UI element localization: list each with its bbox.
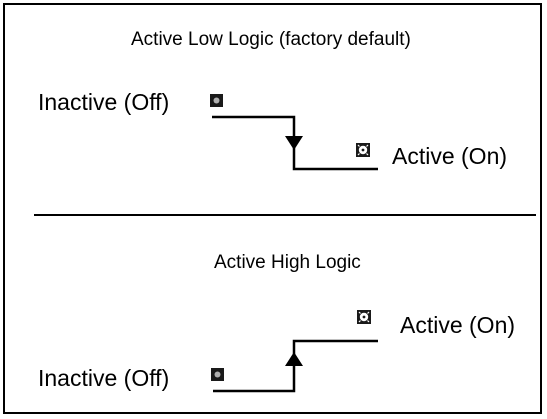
active-high-title: Active High Logic: [214, 252, 361, 273]
led-on-icon: [357, 310, 371, 324]
active-low-inactive-label: Inactive (Off): [38, 89, 170, 115]
led-off-icon: [210, 94, 223, 107]
active-high-inactive-label: Inactive (Off): [38, 365, 170, 391]
led-off-icon: [211, 368, 224, 381]
active-low-title: Active Low Logic (factory default): [131, 29, 411, 50]
diagram-frame: [3, 3, 542, 414]
active-low-down-arrow: [285, 136, 303, 150]
led-on-icon: [356, 143, 370, 157]
active-low-active-label: Active (On): [392, 143, 508, 169]
active-high-active-label: Active (On): [400, 312, 516, 338]
active-high-up-arrow: [285, 352, 303, 366]
